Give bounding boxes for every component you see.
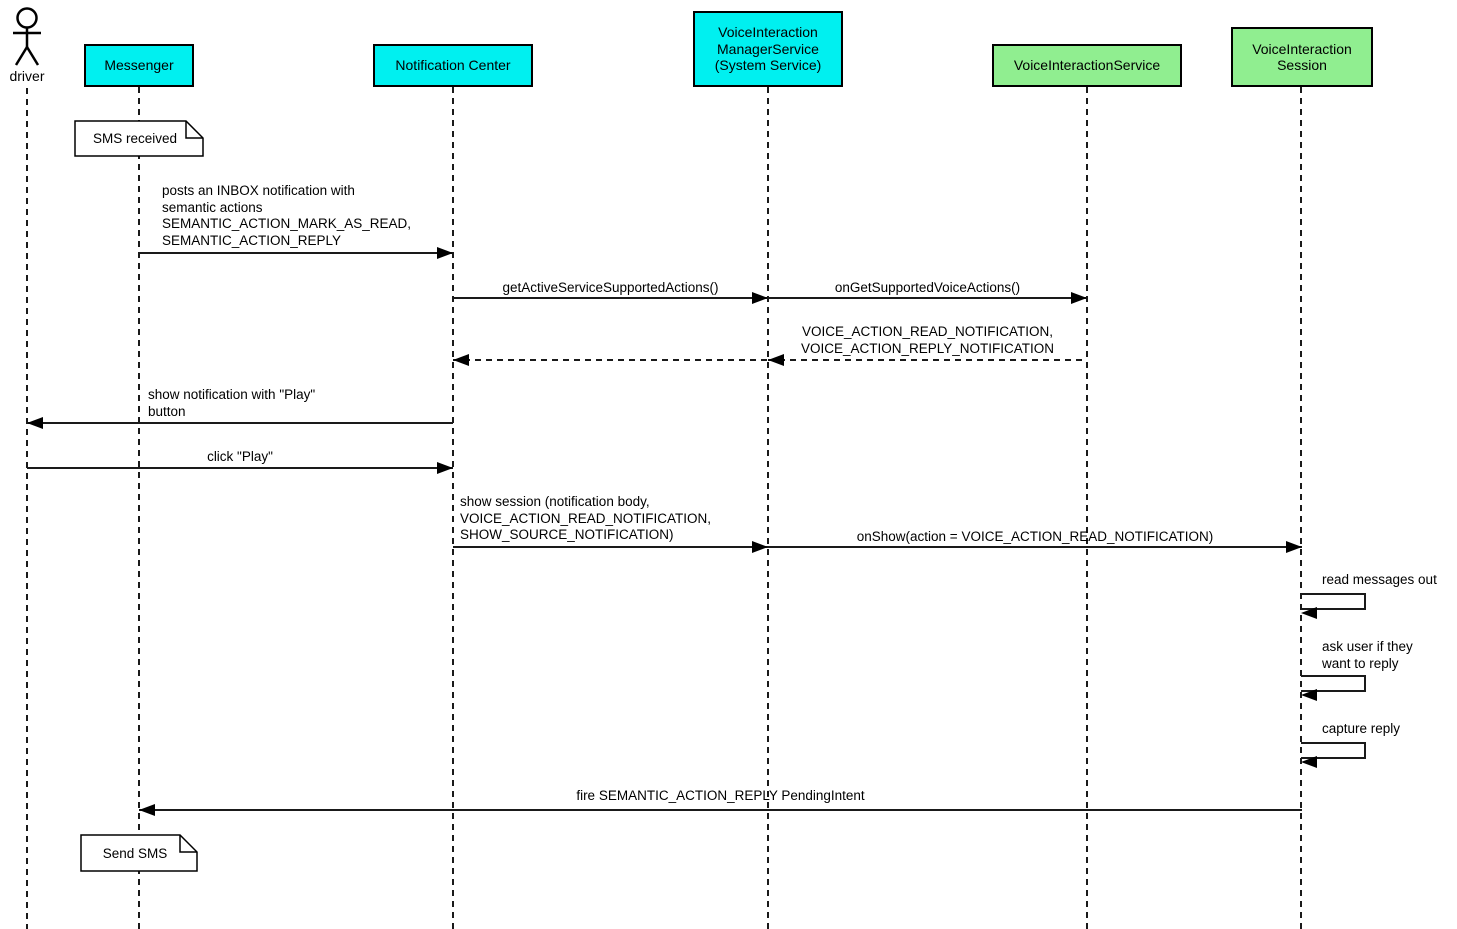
note-sms-received: SMS received bbox=[74, 120, 204, 157]
message-line bbox=[139, 809, 1302, 811]
participant-notification-center: Notification Center bbox=[373, 44, 533, 87]
note-label: Send SMS bbox=[102, 845, 168, 861]
arrowhead-icon bbox=[139, 804, 155, 816]
participant-label: Notification Center bbox=[395, 57, 511, 74]
participant-label: VoiceInteraction ManagerService (System … bbox=[714, 24, 822, 74]
lifeline-notification-center bbox=[452, 87, 454, 929]
participant-label: VoiceInteraction Session bbox=[1252, 40, 1352, 74]
arrowhead-icon bbox=[453, 354, 469, 366]
message-label: show notification with "Play" button bbox=[148, 387, 316, 419]
arrowhead-icon bbox=[27, 417, 43, 429]
message-line bbox=[139, 252, 453, 254]
actor-driver-icon bbox=[13, 7, 41, 66]
participant-label: Messenger bbox=[104, 57, 174, 74]
message-label: read messages out bbox=[1322, 572, 1437, 587]
arrowhead-icon bbox=[1301, 607, 1317, 619]
message-line bbox=[453, 546, 768, 548]
message-label: click "Play" bbox=[207, 449, 273, 464]
message-line bbox=[768, 546, 1302, 548]
arrowhead-icon bbox=[1301, 689, 1317, 701]
arrowhead-icon bbox=[437, 462, 453, 474]
lifeline-voice-interaction-manager-service bbox=[767, 87, 769, 929]
participant-messenger: Messenger bbox=[84, 44, 194, 87]
lifeline-messenger bbox=[138, 87, 140, 929]
participant-voice-interaction-session: VoiceInteraction Session bbox=[1231, 27, 1373, 87]
message-label: posts an INBOX notification with semanti… bbox=[162, 183, 412, 248]
arrowhead-icon bbox=[752, 292, 768, 304]
arrowhead-icon bbox=[768, 354, 784, 366]
arrowhead-icon bbox=[1071, 292, 1087, 304]
message-label: onShow(action = VOICE_ACTION_READ_NOTIFI… bbox=[856, 529, 1214, 544]
message-line bbox=[768, 297, 1087, 299]
message-label: onGetSupportedVoiceActions() bbox=[834, 280, 1021, 295]
participant-label-driver: driver bbox=[9, 68, 45, 84]
lifeline-driver bbox=[26, 88, 28, 929]
self-message-loop bbox=[1301, 742, 1366, 759]
participant-label: VoiceInteractionService bbox=[1013, 57, 1161, 74]
message-line bbox=[453, 297, 768, 299]
note-label: SMS received bbox=[92, 131, 178, 146]
arrowhead-icon bbox=[1301, 756, 1317, 768]
message-label: VOICE_ACTION_READ_NOTIFICATION, VOICE_AC… bbox=[800, 324, 1055, 356]
message-label: show session (notification body, VOICE_A… bbox=[460, 494, 712, 542]
lifeline-voice-interaction-service bbox=[1086, 87, 1088, 929]
participant-voice-interaction-manager-service: VoiceInteraction ManagerService (System … bbox=[693, 11, 843, 87]
participant-voice-interaction-service: VoiceInteractionService bbox=[992, 44, 1182, 87]
message-line bbox=[27, 467, 453, 469]
message-line bbox=[27, 422, 453, 424]
message-label: capture reply bbox=[1322, 721, 1401, 736]
message-label: fire SEMANTIC_ACTION_REPLY PendingIntent bbox=[576, 788, 865, 803]
message-label: ask user if they want to reply bbox=[1322, 639, 1413, 671]
message-line bbox=[453, 359, 768, 361]
self-message-loop bbox=[1301, 675, 1366, 692]
self-message-loop bbox=[1301, 593, 1366, 610]
arrowhead-icon bbox=[437, 247, 453, 259]
note-shape-icon bbox=[74, 120, 204, 157]
message-label: getActiveServiceSupportedActions() bbox=[502, 280, 719, 295]
lifeline-voice-interaction-session bbox=[1300, 87, 1302, 929]
arrowhead-icon bbox=[752, 541, 768, 553]
note-shape-icon bbox=[80, 834, 198, 872]
note-send-sms: Send SMS bbox=[80, 834, 198, 872]
arrowhead-icon bbox=[1286, 541, 1302, 553]
message-line bbox=[768, 359, 1087, 361]
